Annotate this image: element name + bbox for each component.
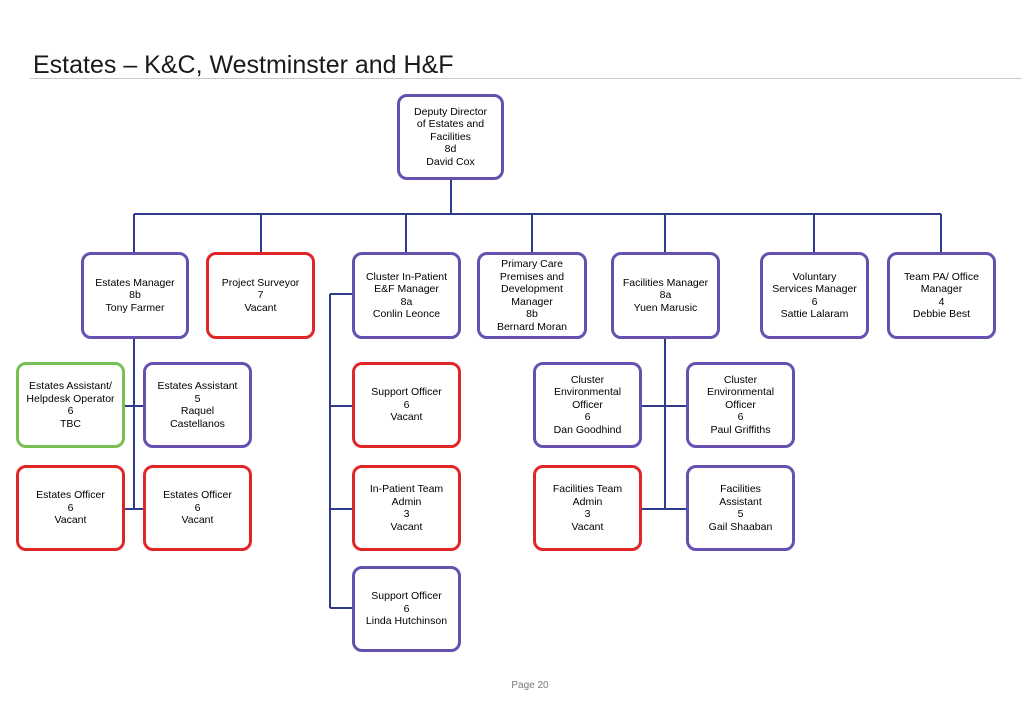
org-box-voluntary-services-manager: Voluntary Services Manager 6 Sattie Lala…	[760, 252, 869, 339]
org-box-text: Estates Manager 8b Tony Farmer	[95, 276, 175, 314]
org-box-text: Primary Care Premises and Development Ma…	[496, 258, 568, 333]
org-box-text: Cluster In-Patient E&F Manager 8a Conlin…	[365, 270, 448, 321]
org-box-text: Deputy Director of Estates and Facilitie…	[414, 105, 487, 168]
org-box-deputy-director: Deputy Director of Estates and Facilitie…	[397, 94, 504, 180]
org-box-cluster-inpatient-manager: Cluster In-Patient E&F Manager 8a Conlin…	[352, 252, 461, 339]
org-box-estates-officer-1: Estates Officer 6 Vacant	[16, 465, 125, 551]
org-box-support-officer-linda: Support Officer 6 Linda Hutchinson	[352, 566, 461, 652]
org-box-text: Cluster Environmental Officer 6 Paul Gri…	[706, 373, 775, 436]
title-divider	[30, 78, 1022, 79]
org-box-primary-care-manager: Primary Care Premises and Development Ma…	[477, 252, 587, 339]
org-box-text: In-Patient Team Admin 3 Vacant	[369, 483, 444, 533]
org-box-cluster-env-officer-dan: Cluster Environmental Officer 6 Dan Good…	[533, 362, 642, 448]
org-box-support-officer-vacant: Support Officer 6 Vacant	[352, 362, 461, 448]
org-box-facilities-team-admin: Facilities Team Admin 3 Vacant	[533, 465, 642, 551]
page-title: Estates – K&C, Westminster and H&F	[33, 51, 454, 79]
org-box-estates-assistant: Estates Assistant 5 Raquel Castellanos	[143, 362, 252, 448]
org-box-text: Team PA/ Office Manager 4 Debbie Best	[904, 270, 979, 321]
org-box-text: Project Surveyor 7 Vacant	[221, 276, 300, 314]
org-box-facilities-manager: Facilities Manager 8a Yuen Marusic	[611, 252, 720, 339]
org-box-estates-assistant-helpdesk: Estates Assistant/ Helpdesk Operator 6 T…	[16, 362, 125, 448]
org-box-text: Estates Officer 6 Vacant	[36, 489, 105, 527]
page-number: Page 20	[511, 680, 549, 691]
org-box-estates-manager: Estates Manager 8b Tony Farmer	[81, 252, 189, 339]
org-box-team-pa: Team PA/ Office Manager 4 Debbie Best	[887, 252, 996, 339]
org-box-project-surveyor: Project Surveyor 7 Vacant	[206, 252, 315, 339]
org-box-text: Support Officer 6 Vacant	[371, 386, 442, 424]
org-box-text: Facilities Team Admin 3 Vacant	[552, 483, 623, 533]
org-box-text: Estates Assistant/ Helpdesk Operator 6 T…	[26, 380, 115, 430]
org-box-estates-officer-2: Estates Officer 6 Vacant	[143, 465, 252, 551]
org-box-text: Cluster Environmental Officer 6 Dan Good…	[553, 373, 622, 436]
org-box-cluster-env-officer-paul: Cluster Environmental Officer 6 Paul Gri…	[686, 362, 795, 448]
org-box-inpatient-team-admin: In-Patient Team Admin 3 Vacant	[352, 465, 461, 551]
org-box-text: Facilities Assistant 5 Gail Shaaban	[708, 483, 773, 533]
org-box-text: Estates Officer 6 Vacant	[163, 489, 232, 527]
org-box-text: Facilities Manager 8a Yuen Marusic	[622, 276, 709, 314]
org-box-facilities-assistant: Facilities Assistant 5 Gail Shaaban	[686, 465, 795, 551]
org-box-text: Voluntary Services Manager 6 Sattie Lala…	[772, 270, 857, 321]
org-box-text: Support Officer 6 Linda Hutchinson	[365, 590, 448, 628]
org-box-text: Estates Assistant 5 Raquel Castellanos	[157, 380, 238, 430]
